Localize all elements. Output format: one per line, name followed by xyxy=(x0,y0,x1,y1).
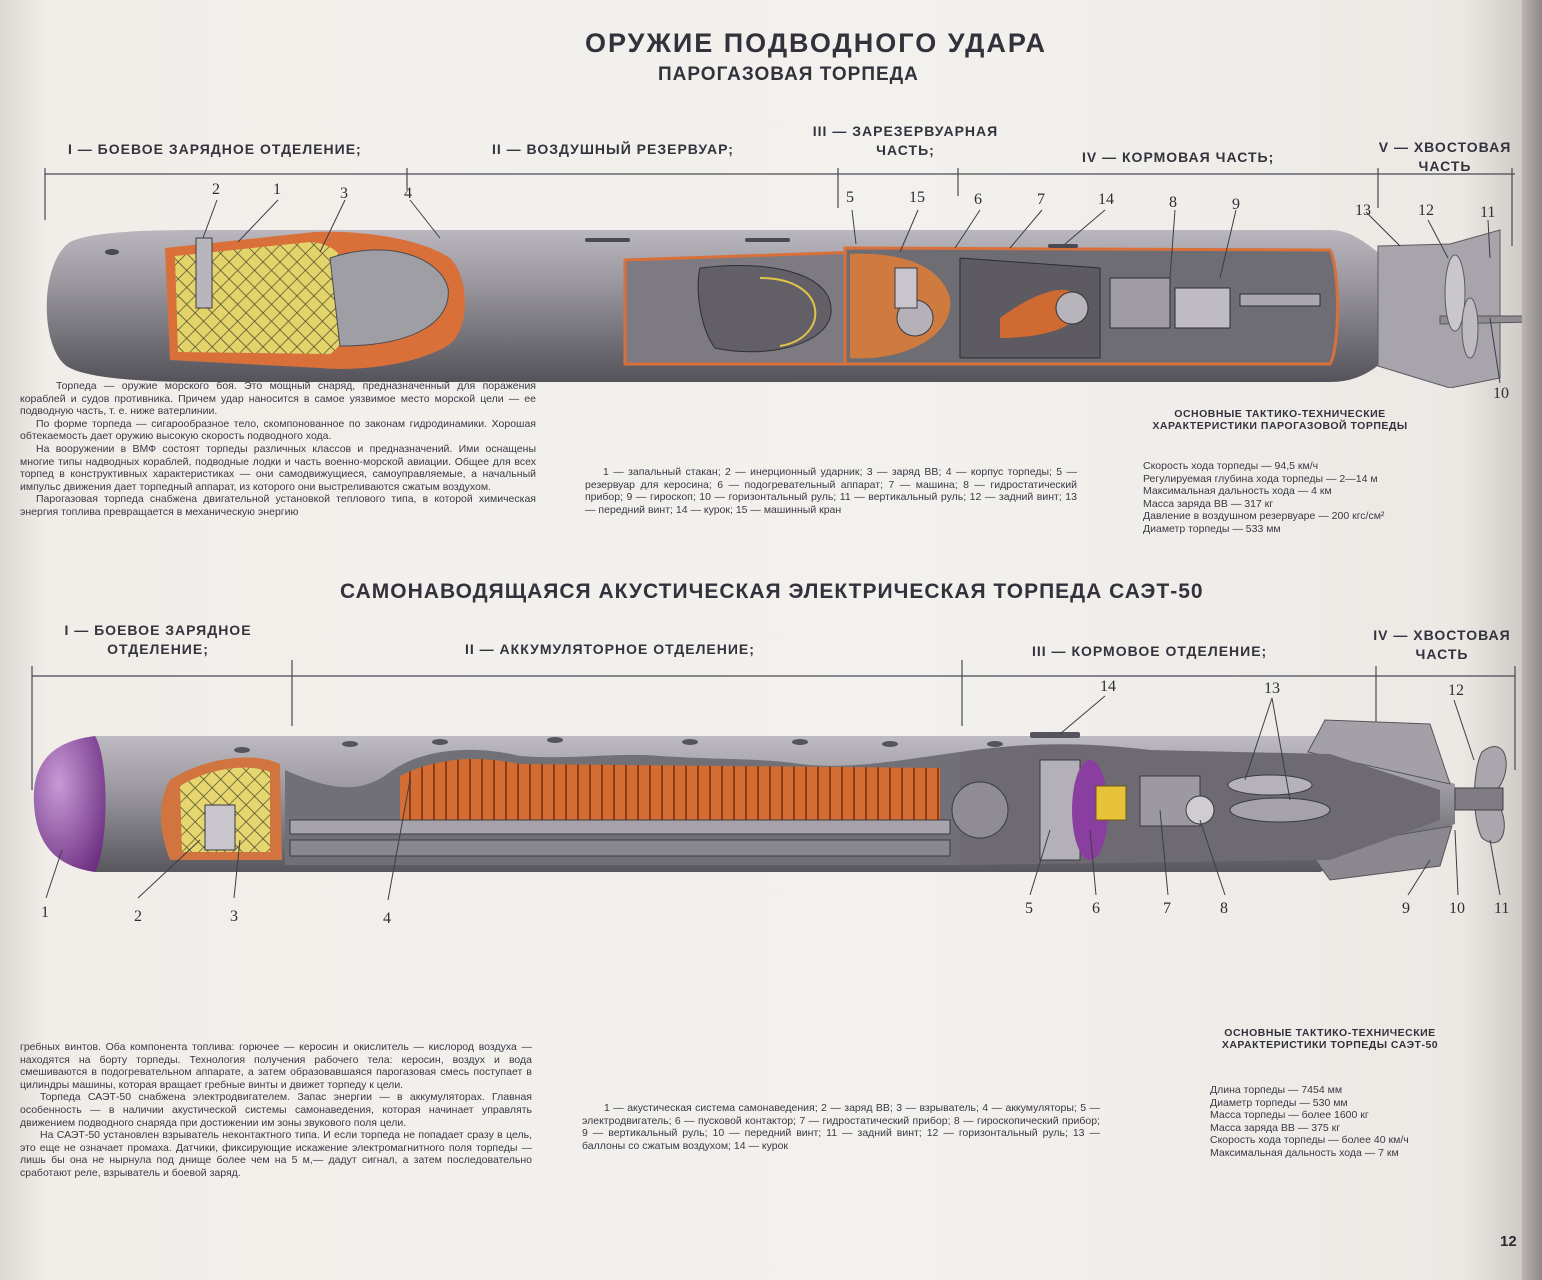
t2-section-1: I — БОЕВОЕ ЗАРЯДНОЕ ОТДЕЛЕНИЕ; xyxy=(64,622,252,657)
torpedo1-title: ПАРОГАЗОВАЯ ТОРПЕДА xyxy=(658,64,919,85)
t1-part-label-2: 2 xyxy=(212,181,220,198)
t2-part-label-1: 1 xyxy=(41,904,49,921)
t2-part-label-11: 11 xyxy=(1494,900,1510,917)
t2-tail-fin-upper xyxy=(1307,719,1451,785)
t2-body-text: гребных винтов. Оба компонента топлива: … xyxy=(20,1041,532,1180)
t1-legend: 1 — запальный стакан; 2 — инерционный уд… xyxy=(585,466,1077,516)
t2-spec-item: Диаметр торпеды — 530 мм xyxy=(1210,1096,1348,1109)
page-edge xyxy=(1522,0,1542,1280)
t2-part-label-14: 14 xyxy=(1100,678,1116,695)
t1-specs-list: Скорость хода торпеды — 94,5 км/ч Регули… xyxy=(1143,460,1384,536)
t2-paragraph: На САЭТ-50 установлен взрыватель неконта… xyxy=(20,1129,532,1179)
t1-part-label-4: 4 xyxy=(404,185,412,202)
torpedo1-diagram xyxy=(44,168,1522,388)
t1-specs-title: ОСНОВНЫЕ ТАКТИКО-ТЕХНИЧЕСКИЕ ХАРАКТЕРИСТ… xyxy=(1152,408,1408,432)
t1-section-4: IV — КОРМОВАЯ ЧАСТЬ; xyxy=(1082,149,1275,165)
t2-tail-fin-lower xyxy=(1307,825,1453,881)
t1-spec-item: Масса заряда ВВ — 317 кг xyxy=(1143,497,1274,510)
t1-intro-paragraph: По форме торпеда — сигарообразное тело, … xyxy=(20,417,536,443)
torpedo2-diagram xyxy=(31,660,1516,901)
t1-part-label-1: 1 xyxy=(273,181,281,198)
t1-part-label-3: 3 xyxy=(340,185,348,202)
t2-spec-item: Длина торпеды — 7454 мм xyxy=(1210,1084,1343,1096)
t2-spec-item: Скорость хода торпеды — более 40 км/ч xyxy=(1210,1134,1409,1147)
t2-spec-item: Масса торпеды — более 1600 кг xyxy=(1210,1109,1369,1122)
t1-dimension-line xyxy=(44,168,1515,246)
t1-section-3: III — ЗАРЕЗЕРВУАРНАЯ ЧАСТЬ; xyxy=(812,123,999,158)
t2-dimension-line xyxy=(31,660,1516,790)
t2-section-2: II — АККУМУЛЯТОРНОЕ ОТДЕЛЕНИЕ; xyxy=(465,641,755,657)
t2-part-label-13: 13 xyxy=(1264,680,1280,697)
t1-part-label-14: 14 xyxy=(1098,191,1114,208)
t1-section-2: II — ВОЗДУШНЫЙ РЕЗЕРВУАР; xyxy=(492,141,734,157)
t1-part-label-10: 10 xyxy=(1493,385,1509,402)
t2-part-label-7: 7 xyxy=(1163,900,1171,917)
t2-leader-lines xyxy=(45,695,1501,901)
page-number: 12 xyxy=(1500,1233,1517,1250)
t2-starting-contactor xyxy=(1072,760,1108,860)
t2-legend: 1 — акустическая система самонаведения; … xyxy=(582,1102,1100,1152)
t1-intro-paragraph: Торпеда — оружие морского боя. Это мощны… xyxy=(20,380,536,418)
t2-vents xyxy=(234,732,1080,753)
t2-part-label-9: 9 xyxy=(1402,900,1410,917)
t1-part-label-9: 9 xyxy=(1232,196,1240,213)
t2-part-label-3: 3 xyxy=(230,908,238,925)
t1-spec-item: Максимальная дальность хода — 4 км xyxy=(1143,485,1332,498)
t1-tail-fin xyxy=(1377,229,1501,388)
t1-leader-lines xyxy=(202,199,1501,384)
t1-intro-text: Торпеда — оружие морского боя. Это мощны… xyxy=(20,380,536,519)
t1-explosive-charge xyxy=(175,242,351,354)
t2-specs-list: Длина торпеды — 7454 мм Диаметр торпеды … xyxy=(1210,1084,1409,1160)
t2-homing-nose xyxy=(33,736,106,872)
t1-part-label-15: 15 xyxy=(909,189,925,206)
t1-part-label-11: 11 xyxy=(1480,204,1496,221)
t1-spec-item: Давление в воздушном резервуаре — 200 кг… xyxy=(1143,510,1385,523)
t1-spec-item: Диаметр торпеды — 533 мм xyxy=(1143,522,1281,535)
t1-section-1: I — БОЕВОЕ ЗАРЯДНОЕ ОТДЕЛЕНИЕ; xyxy=(68,141,362,157)
t2-part-label-6: 6 xyxy=(1092,900,1100,917)
t1-propeller xyxy=(1444,254,1466,332)
t1-part-label-13: 13 xyxy=(1355,202,1371,219)
t1-intro-paragraph: На вооружении в ВМФ состоят торпеды разл… xyxy=(20,442,536,493)
t2-part-label-12: 12 xyxy=(1448,682,1464,699)
t1-part-label-8: 8 xyxy=(1169,194,1177,211)
t1-vents xyxy=(105,238,1078,255)
t2-paragraph: Торпеда САЭТ-50 снабжена электродвигател… xyxy=(20,1091,532,1129)
t1-part-label-12: 12 xyxy=(1418,202,1434,219)
t2-part-label-10: 10 xyxy=(1449,900,1465,917)
t1-intro-paragraph: Парогазовая торпеда снабжена двигательно… xyxy=(20,493,536,518)
t2-part-label-8: 8 xyxy=(1220,900,1228,917)
t1-part-label-5: 5 xyxy=(846,189,854,206)
torpedo2-title: САМОНАВОДЯЩАЯСЯ АКУСТИЧЕСКАЯ ЭЛЕКТРИЧЕСК… xyxy=(340,580,1204,603)
t2-part-label-4: 4 xyxy=(383,910,391,927)
t2-part-label-2: 2 xyxy=(134,908,142,925)
t1-spec-item: Регулируемая глубина хода торпеды — 2—14… xyxy=(1143,472,1378,485)
t1-section-5: V — ХВОСТОВАЯ ЧАСТЬ xyxy=(1378,139,1512,174)
t2-section-3: III — КОРМОВОЕ ОТДЕЛЕНИЕ; xyxy=(1032,643,1268,659)
t2-spec-item: Масса заряда ВВ — 375 кг xyxy=(1210,1121,1341,1134)
t2-part-label-5: 5 xyxy=(1025,900,1033,917)
t1-part-label-7: 7 xyxy=(1037,191,1045,208)
t2-specs-title: ОСНОВНЫЕ ТАКТИКО-ТЕХНИЧЕСКИЕ ХАРАКТЕРИСТ… xyxy=(1221,1027,1439,1051)
t1-part-label-6: 6 xyxy=(974,191,982,208)
t2-paragraph: гребных винтов. Оба компонента топлива: … xyxy=(20,1041,532,1091)
t1-spec-item: Скорость хода торпеды — 94,5 км/ч xyxy=(1143,460,1319,472)
page-title: ОРУЖИЕ ПОДВОДНОГО УДАРА xyxy=(585,28,1048,58)
t2-section-4: IV — ХВОСТОВАЯ ЧАСТЬ xyxy=(1373,627,1511,662)
t2-spec-item: Максимальная дальность хода — 7 км xyxy=(1210,1146,1399,1159)
